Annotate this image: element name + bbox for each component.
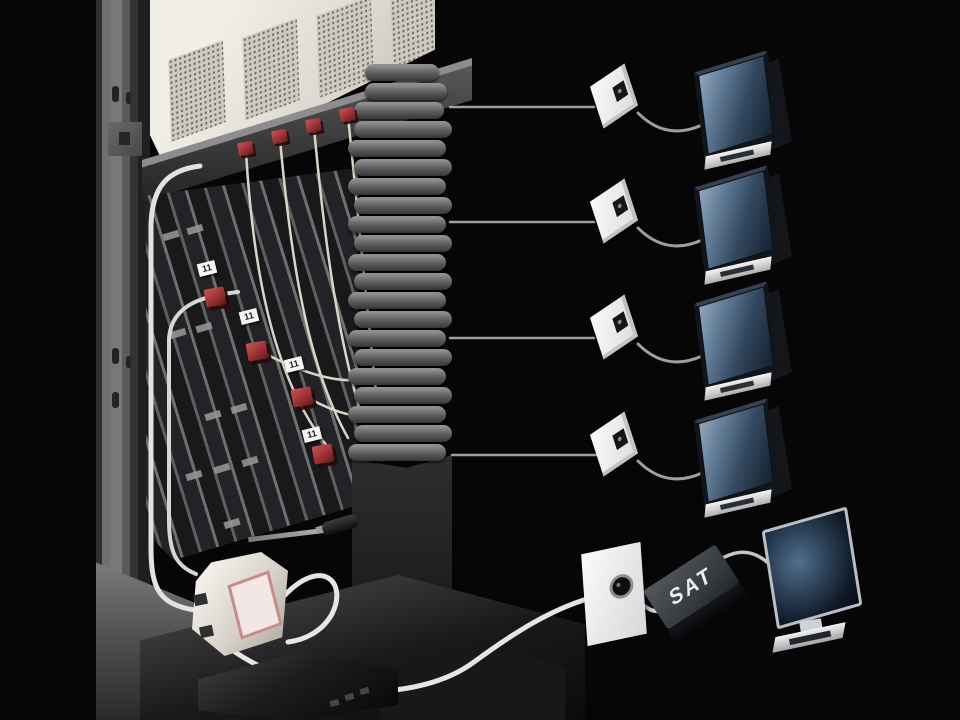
outlet-pin	[617, 318, 623, 326]
tv-glass	[699, 171, 773, 269]
tv-glass	[699, 56, 773, 154]
vent-grid	[242, 18, 300, 120]
coil-loop	[348, 330, 446, 347]
wall-outlet-2	[589, 178, 639, 244]
tv-screen	[761, 506, 863, 630]
wall-outlet-4	[589, 411, 639, 477]
tv-glass	[699, 287, 773, 385]
rail-hole	[112, 86, 119, 102]
wall-outlet-1	[589, 63, 639, 129]
coil-loop	[354, 311, 452, 328]
f-connector	[311, 443, 335, 465]
coil-loop	[354, 235, 452, 252]
f-connector-bar	[236, 140, 255, 157]
cable-coil	[346, 64, 460, 478]
distribution-panel	[146, 168, 358, 560]
vent-grid	[168, 40, 226, 142]
outlet-pin	[617, 435, 623, 443]
tv-monitor-sat	[756, 506, 866, 654]
rail-bracket	[108, 122, 142, 156]
coil-loop	[354, 349, 452, 366]
sat-receiver-body: SAT	[642, 544, 753, 650]
coil-loop	[354, 159, 452, 176]
coil-loop	[348, 406, 446, 423]
sat-receiver: SAT	[642, 544, 755, 648]
tv-monitor-3	[692, 281, 796, 400]
f-connector	[203, 286, 227, 308]
outlet-connector-icon	[612, 80, 629, 103]
outlet-connector-icon	[612, 311, 629, 334]
coil-loop	[354, 197, 452, 214]
rail-hole	[112, 348, 119, 364]
f-connector	[245, 340, 269, 362]
tv-monitor-1	[692, 50, 796, 169]
coil-loop	[354, 273, 452, 290]
coil-loop	[364, 64, 439, 81]
coil-loop	[354, 425, 452, 442]
coil-loop	[354, 121, 452, 138]
coil-loop	[348, 368, 446, 385]
wall-outlet-3	[589, 294, 639, 360]
f-connector-bar	[270, 128, 289, 145]
tv-monitor-4	[692, 398, 796, 517]
coil-loop	[348, 292, 446, 309]
rail-hole	[112, 392, 119, 408]
rail-hole	[126, 92, 131, 104]
outlet-connector-icon	[612, 428, 629, 451]
wall-outlet-sat	[581, 541, 647, 647]
coil-loop	[365, 83, 448, 100]
f-connector	[290, 386, 314, 408]
outlet-connector-icon	[612, 195, 629, 218]
outlet-pin	[617, 202, 623, 210]
coil-loop	[348, 254, 446, 271]
tv-stand-slot	[789, 630, 831, 645]
tv-monitor-2	[692, 165, 796, 284]
coil-loop	[348, 178, 446, 195]
tv-glass	[699, 404, 773, 502]
coax-socket-icon	[608, 571, 635, 601]
coil-loop	[348, 216, 446, 233]
coil-loop	[348, 444, 446, 461]
f-connector-bar	[304, 117, 323, 134]
rail-hole	[126, 356, 131, 368]
coil-loop	[348, 140, 446, 157]
f-connector-bar	[338, 106, 357, 123]
bracket-pin	[119, 132, 130, 145]
coil-loop	[353, 102, 444, 119]
coil-loop	[354, 387, 452, 404]
outlet-pin	[617, 87, 623, 95]
